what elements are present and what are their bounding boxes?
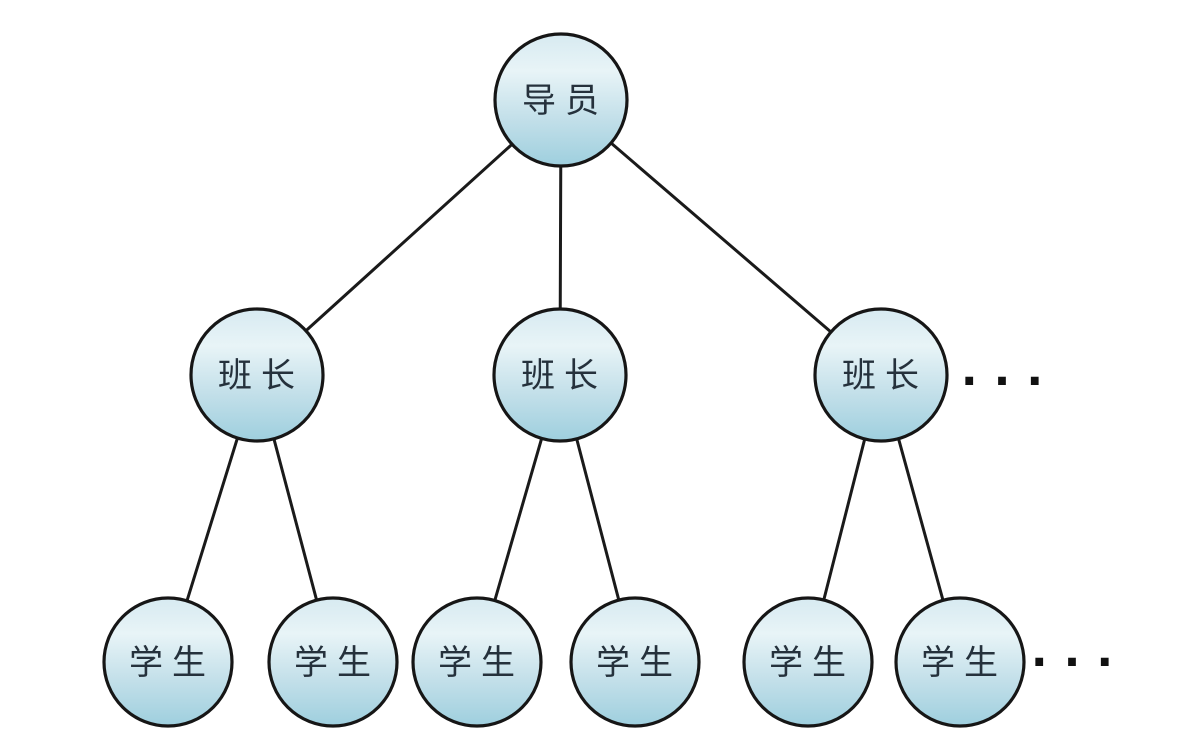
ellipsis-monitors: ···: [961, 356, 1059, 407]
node-root-label: 导员: [522, 83, 608, 120]
edge-root-monitor-1: [255, 98, 563, 377]
node-student-5-label: 学生: [769, 644, 855, 682]
node-monitor-1-circle: [189, 307, 325, 443]
node-monitor-3: 班长: [813, 307, 949, 443]
node-student-5-circle: [742, 596, 874, 728]
node-student-5: 学生: [742, 596, 874, 728]
node-root: 导员: [493, 32, 629, 168]
node-student-6-label: 学生: [921, 644, 1007, 682]
node-student-3-label: 学生: [438, 644, 524, 682]
node-student-1-label: 学生: [129, 644, 215, 682]
node-monitor-1-label: 班长: [218, 358, 304, 395]
node-monitor-2-label: 班长: [521, 358, 607, 395]
node-root-circle: [493, 32, 629, 168]
node-student-1: 学生: [102, 596, 234, 728]
ellipsis-students: ···: [1031, 637, 1129, 688]
node-student-6: 学生: [894, 596, 1026, 728]
node-monitor-3-circle: [813, 307, 949, 443]
node-student-4: 学生: [569, 596, 701, 728]
node-student-2-label: 学生: [294, 644, 380, 682]
node-monitor-2-circle: [492, 307, 628, 443]
node-student-1-circle: [102, 596, 234, 728]
node-student-3-circle: [411, 596, 543, 728]
node-monitor-2: 班长: [492, 307, 628, 443]
node-monitor-3-label: 班长: [842, 358, 928, 395]
node-monitor-1: 班长: [189, 307, 325, 443]
edge-root-monitor-3: [559, 98, 883, 377]
node-student-3: 学生: [411, 596, 543, 728]
node-student-2-circle: [267, 596, 399, 728]
node-student-4-label: 学生: [596, 644, 682, 682]
node-student-6-circle: [894, 596, 1026, 728]
node-student-2: 学生: [267, 596, 399, 728]
node-student-4-circle: [569, 596, 701, 728]
